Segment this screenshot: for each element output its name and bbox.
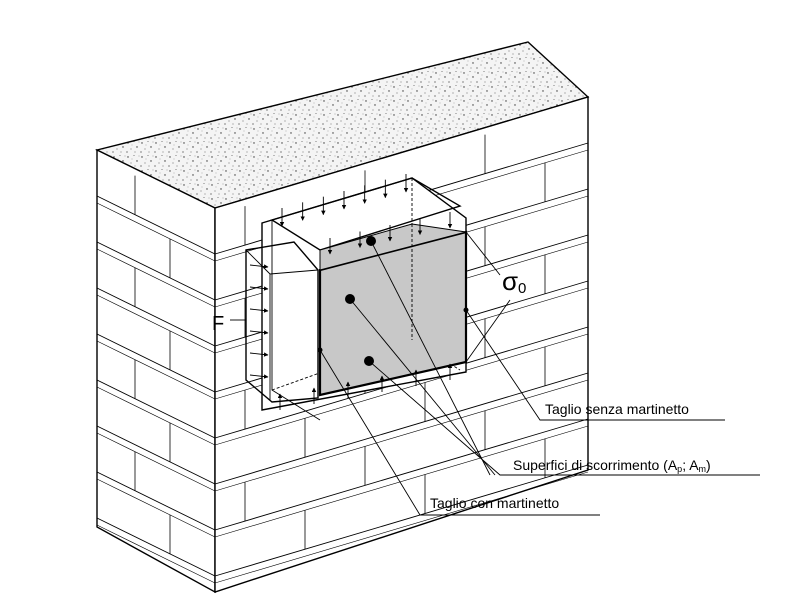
label-sliding-surfaces: Superfici di scorrimento (Ap; Am): [513, 457, 711, 474]
wall-left-face: [96, 148, 216, 594]
label-cut-with-jack: Taglio con martinetto: [430, 495, 559, 511]
sigma-label: σ0: [502, 266, 526, 297]
leader-lines: [230, 231, 760, 516]
force-label: F: [212, 313, 224, 335]
lateral-jack-block: [245, 241, 319, 403]
label-cut-no-jack: Taglio senza martinetto: [545, 401, 689, 417]
